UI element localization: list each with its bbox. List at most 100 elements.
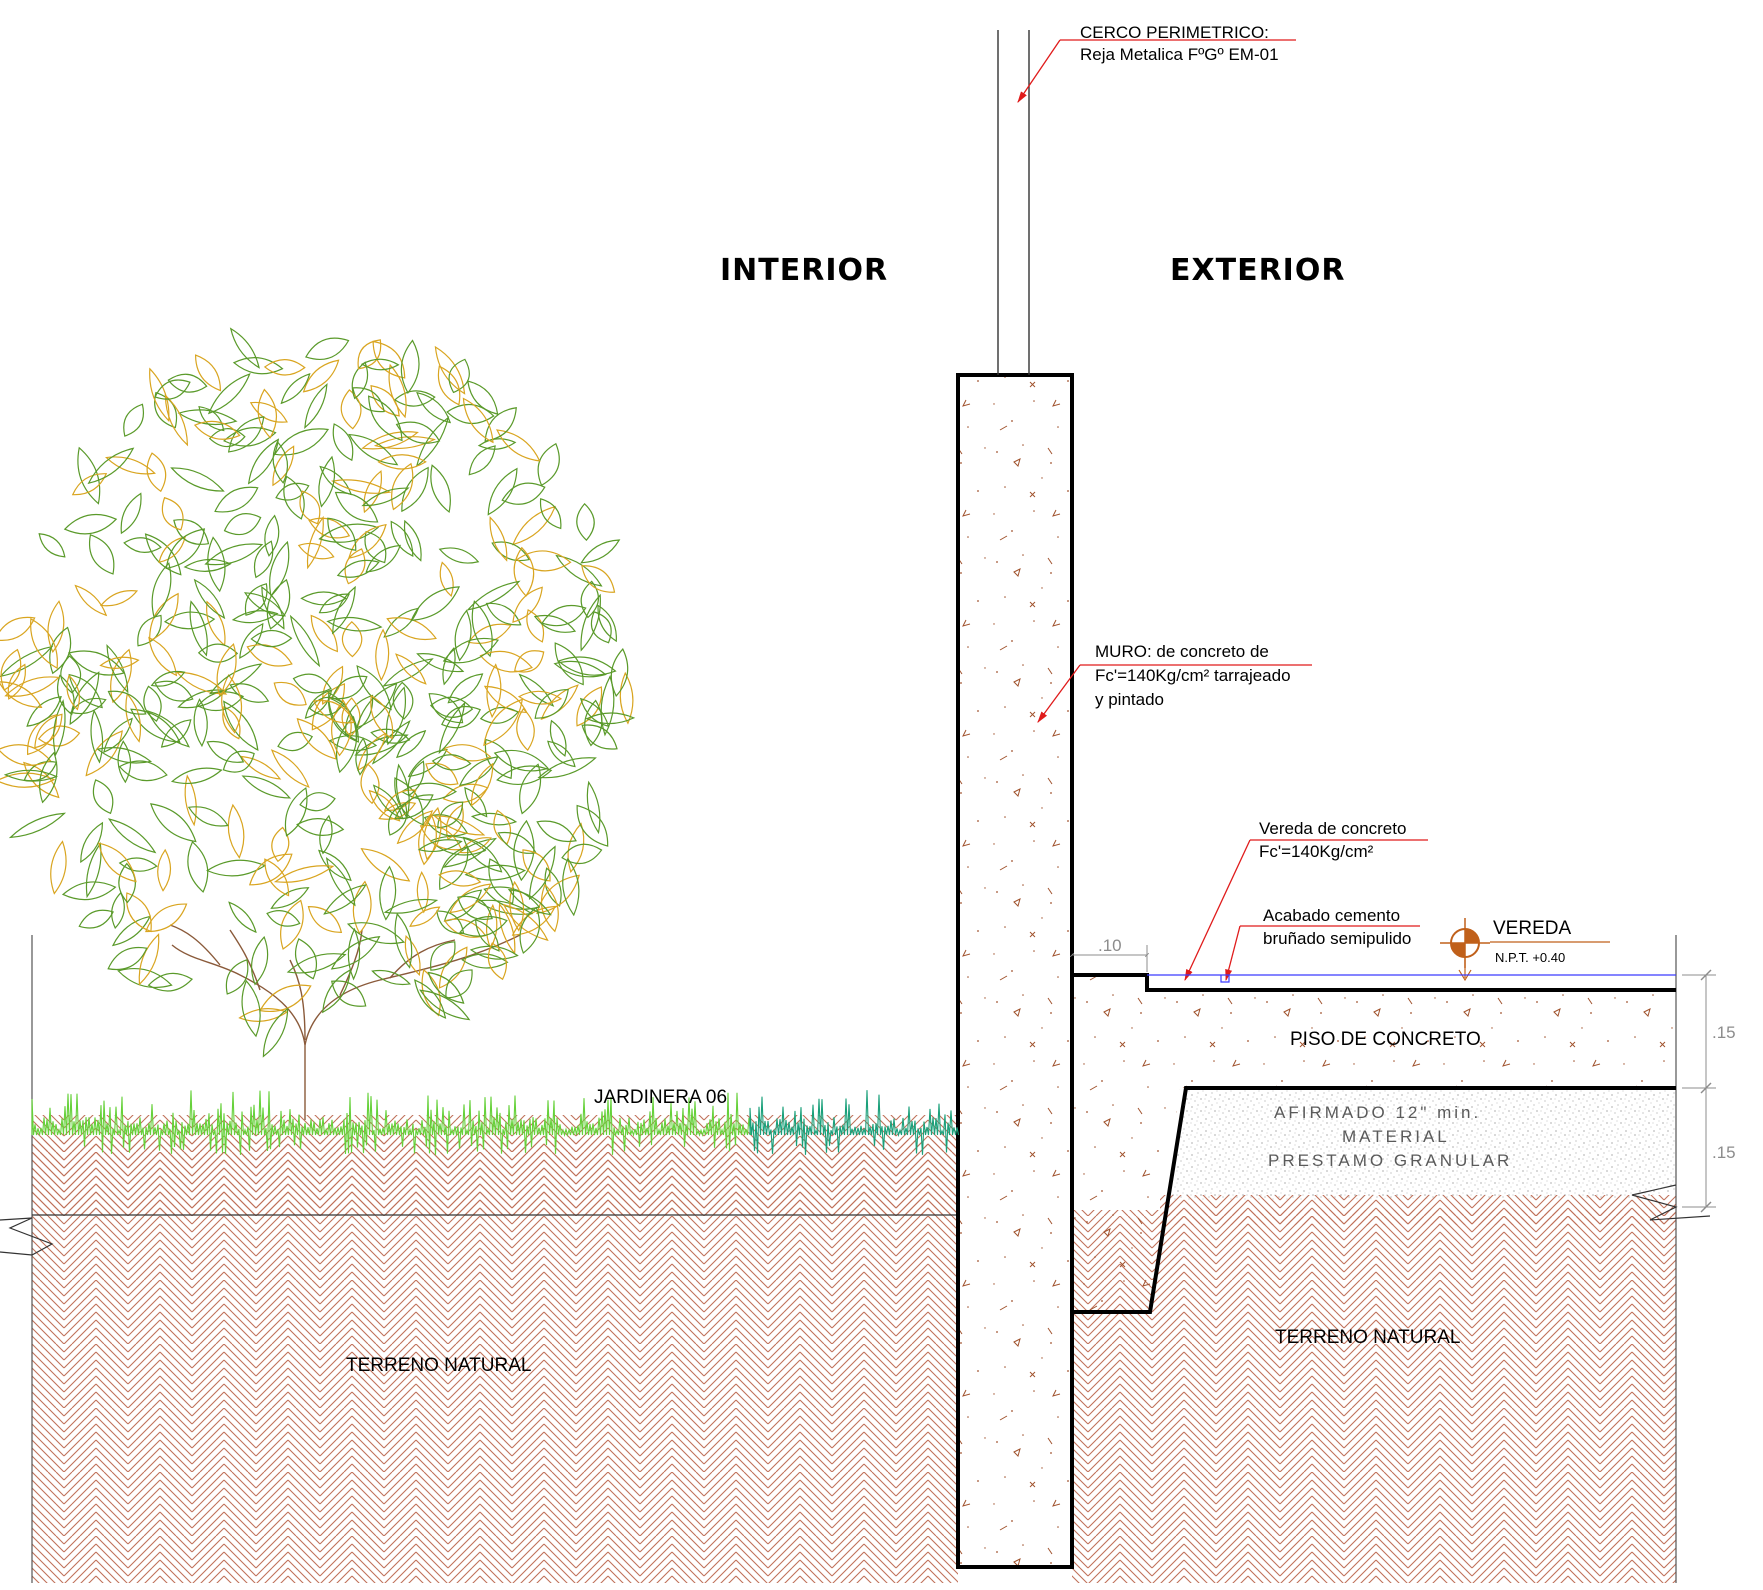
tree-leaf	[223, 513, 262, 536]
tree-leaf	[419, 989, 471, 1021]
tree-leaf	[208, 428, 246, 448]
tree-leaf	[354, 734, 409, 756]
tree-leaf	[0, 744, 52, 766]
tree-leaf	[427, 971, 465, 1004]
tree-leaf	[331, 699, 352, 757]
tree-leaf	[373, 436, 436, 450]
tree-leaf	[416, 871, 429, 914]
tree-leaf	[238, 1008, 289, 1022]
tree-leaf	[439, 845, 469, 891]
tree-leaf	[120, 492, 142, 535]
tree-leaf	[0, 772, 56, 788]
tree-leaf	[318, 523, 380, 543]
tree-leaf	[193, 698, 208, 748]
tree-leaf	[130, 708, 181, 743]
tree-leaf	[0, 645, 54, 678]
tree-leaf	[306, 515, 324, 570]
tree-leaf	[433, 815, 486, 836]
tree-leaf	[53, 699, 66, 757]
tree-leaf	[539, 497, 562, 530]
tree-leaf	[261, 586, 285, 630]
tree-leaf	[502, 903, 549, 942]
tree-leaf	[118, 760, 168, 782]
tree-leaf	[149, 803, 197, 843]
tree-leaf	[536, 820, 577, 843]
tree-leaf	[513, 546, 535, 597]
tree-leaf	[367, 395, 403, 442]
tree-leaf	[509, 880, 525, 932]
tree-leaf	[85, 842, 102, 899]
tree-leaf	[193, 420, 241, 440]
tree-leaf	[379, 865, 397, 921]
tree-leaf	[167, 373, 208, 393]
tree-leaf	[445, 969, 473, 999]
tree-leaf	[243, 592, 287, 617]
grass-blades	[31, 1090, 752, 1155]
tree-leaf	[581, 565, 616, 593]
tree-leaf	[442, 637, 500, 664]
granular-label-line2: MATERIAL	[1342, 1127, 1450, 1146]
tree-leaf	[348, 433, 399, 466]
tree-leaf	[223, 700, 259, 752]
tree-leaf	[26, 695, 62, 727]
tree-leaf	[318, 849, 352, 882]
tree-leaf	[438, 547, 480, 564]
tree-leaf	[295, 938, 317, 980]
tree-leaf	[597, 604, 617, 643]
tree-leaf	[272, 440, 289, 484]
tree-leaf	[63, 513, 118, 535]
tree-leaf	[222, 427, 277, 447]
tree-leaf	[386, 617, 437, 640]
tree-leaf	[328, 691, 357, 742]
tree-leaf	[271, 826, 290, 863]
tree-leaf	[511, 505, 557, 546]
tree-leaf	[138, 933, 160, 986]
tree-leaf	[187, 806, 229, 827]
tree-leaf	[581, 724, 618, 750]
tree-leaf	[487, 942, 507, 981]
tree-leaf	[377, 454, 427, 470]
tree-leaf	[37, 725, 81, 747]
tree-leaf	[57, 674, 75, 716]
tree-leaf	[585, 712, 636, 725]
tree-leaf	[165, 528, 206, 570]
tree-leaf	[519, 906, 541, 954]
tree-leaf	[610, 648, 629, 697]
tree-leaf	[284, 787, 308, 837]
exterior-heading: EXTERIOR	[1170, 253, 1345, 288]
tree-leaf	[273, 681, 307, 706]
grass-line	[31, 1090, 960, 1155]
tree-leaf	[512, 586, 543, 623]
tree-leaf	[400, 339, 420, 395]
tree-leaf	[533, 614, 577, 633]
tree-leaf	[146, 452, 167, 493]
tree-leaf	[273, 428, 330, 456]
tree-leaf	[470, 762, 494, 807]
tree-leaf	[197, 643, 239, 663]
tree-leaf	[461, 953, 509, 969]
tree-leaf	[395, 421, 441, 444]
tree-leaf	[27, 714, 57, 756]
tree-leaf	[299, 792, 336, 812]
tree-leaf	[145, 903, 188, 933]
tree-leaf	[423, 806, 442, 861]
tree-leaf	[549, 719, 567, 757]
grass-blades	[749, 1090, 960, 1155]
concrete-wall	[956, 373, 1074, 1569]
tree-leaf	[409, 906, 441, 927]
tree-leaf	[39, 751, 58, 804]
tree-leaf	[431, 754, 472, 771]
tree-leaf	[3, 769, 58, 782]
tree-leaf	[262, 1007, 289, 1058]
tree-leaf	[536, 874, 580, 915]
tree-branch	[304, 934, 521, 1046]
tree-leaf	[514, 650, 545, 673]
tree-leaf	[403, 519, 422, 562]
wall-note-line1: MURO: de concreto de	[1095, 642, 1269, 661]
tree-leaf	[289, 614, 321, 668]
tree-leaf	[184, 774, 197, 827]
tree-leaf	[489, 516, 508, 562]
tree-leaf	[126, 892, 152, 933]
tree-branch	[389, 939, 456, 979]
